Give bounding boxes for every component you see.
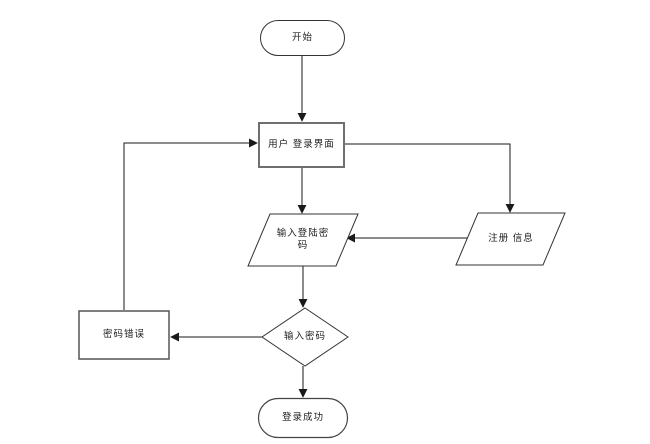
edge-login-to-register	[345, 143, 515, 213]
login-ui-process-shape	[258, 122, 345, 168]
start-terminator-shape	[260, 20, 345, 56]
register-info-parallelogram-shape	[455, 212, 566, 266]
edge-error-to-login	[123, 138, 258, 310]
password-error-process-shape	[78, 310, 170, 360]
enter-password-parallelogram-shape	[247, 213, 359, 267]
check-password-diamond-shape	[261, 307, 349, 367]
login-success-terminator-shape	[257, 397, 349, 439]
